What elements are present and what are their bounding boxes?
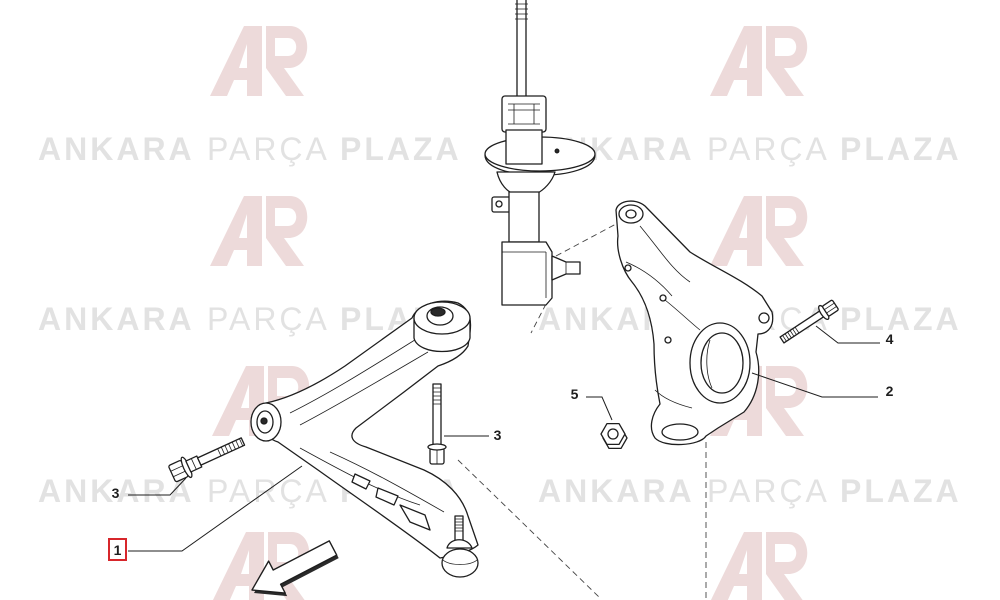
arm-pocket bbox=[399, 504, 431, 531]
watermark-text: ANKARA bbox=[38, 131, 195, 167]
leader-line-1 bbox=[128, 465, 303, 552]
bolt-head-faces bbox=[824, 302, 837, 314]
bolt-thread bbox=[217, 438, 244, 457]
knuckle-hole bbox=[624, 264, 632, 272]
ball-joint-boss bbox=[661, 423, 699, 441]
arm-pocket bbox=[351, 473, 371, 490]
callout-5[interactable]: 5 bbox=[571, 386, 579, 402]
watermark-text: PLAZA bbox=[840, 473, 962, 509]
bolt-head-faces bbox=[170, 465, 187, 478]
watermark-logo bbox=[710, 26, 808, 96]
leader-line-2 bbox=[751, 372, 878, 398]
watermark-text: PARÇA bbox=[707, 473, 830, 509]
bolt-thread bbox=[782, 326, 800, 342]
arm-front-bolt bbox=[168, 437, 246, 483]
rod-thread bbox=[515, 3, 528, 20]
hub-bore-shade bbox=[706, 339, 713, 389]
watermark-text: PARÇA bbox=[207, 301, 330, 337]
callout-4[interactable]: 4 bbox=[886, 331, 894, 347]
callout-label[interactable]: 5 bbox=[571, 386, 579, 402]
callout-3-left[interactable]: 3 bbox=[112, 485, 120, 501]
bolt-flange bbox=[427, 443, 447, 451]
knuckle-hole bbox=[659, 294, 667, 302]
watermark-logo bbox=[210, 196, 308, 266]
watermark: ANKARA PARÇA PLAZA ANKARA PARÇA PLAZA AN… bbox=[38, 26, 962, 600]
knuckle-hole bbox=[664, 336, 672, 344]
watermark-text: PARÇA bbox=[707, 131, 830, 167]
ball-joint-boot bbox=[446, 539, 473, 549]
top-mount-detail bbox=[508, 103, 540, 125]
vertical-bushing-hole bbox=[430, 307, 446, 317]
spring-cup bbox=[496, 171, 556, 195]
watermark-logo bbox=[710, 196, 808, 266]
strut-eye-hole bbox=[625, 209, 637, 219]
watermark-text: PARÇA bbox=[207, 131, 330, 167]
watermark-logo bbox=[210, 26, 308, 96]
housing-band bbox=[442, 559, 478, 565]
clamp-edges bbox=[502, 251, 547, 298]
steering-knuckle bbox=[615, 200, 774, 446]
nut bbox=[600, 422, 628, 450]
hub-bore-inner bbox=[700, 332, 744, 394]
nut-hole bbox=[607, 428, 619, 440]
bolt-thread bbox=[433, 387, 441, 405]
leader-line-5 bbox=[586, 396, 613, 421]
damper-tube bbox=[508, 191, 540, 243]
upper-body bbox=[505, 129, 543, 165]
arm-upper-ridges bbox=[289, 337, 429, 426]
piston-rod bbox=[516, 0, 527, 99]
callout-label[interactable]: 2 bbox=[886, 383, 894, 399]
watermark-logo bbox=[710, 532, 808, 600]
ball-joint-housing bbox=[441, 548, 479, 578]
callout-label[interactable]: 4 bbox=[886, 331, 894, 347]
watermark-text: PLAZA bbox=[840, 131, 962, 167]
bolt-head bbox=[822, 299, 839, 317]
stud-thread bbox=[455, 518, 463, 532]
watermark-text: ANKARA bbox=[538, 473, 695, 509]
shock-absorber bbox=[484, 0, 596, 306]
knuckle-clamp bbox=[501, 241, 553, 306]
seat-marker bbox=[554, 148, 560, 154]
callout-label[interactable]: 3 bbox=[494, 427, 502, 443]
callout-3-right[interactable]: 3 bbox=[494, 427, 502, 443]
arm-rear-bolt bbox=[427, 383, 447, 465]
leader-lines bbox=[128, 325, 880, 552]
watermark-text: PLAZA bbox=[340, 131, 462, 167]
control-arm bbox=[250, 300, 479, 559]
callout-1[interactable]: 1 bbox=[108, 538, 127, 561]
watermark-text: PLAZA bbox=[840, 301, 962, 337]
bolt-shaft bbox=[196, 437, 246, 466]
ball-joint bbox=[441, 515, 479, 578]
front-direction-arrow-icon bbox=[251, 540, 339, 597]
watermark-text: PARÇA bbox=[207, 473, 330, 509]
caliper-ear-hole bbox=[758, 312, 770, 324]
bolt-shaft bbox=[432, 383, 442, 447]
arrow-outline bbox=[251, 540, 338, 594]
knuckle-bolt bbox=[779, 299, 839, 344]
callout-label[interactable]: 1 bbox=[114, 542, 122, 558]
leader-line-4 bbox=[815, 325, 880, 344]
front-bushing-hole bbox=[260, 417, 268, 425]
knuckle-ribs bbox=[625, 225, 701, 409]
watermark-text: ANKARA bbox=[38, 473, 195, 509]
guide-line bbox=[530, 303, 547, 334]
ball-joint-stud bbox=[454, 515, 464, 543]
callout-highlight-box bbox=[108, 538, 127, 561]
collar-edge bbox=[190, 458, 197, 470]
top-mount bbox=[501, 95, 547, 133]
arm-pocket bbox=[375, 487, 399, 506]
callout-2[interactable]: 2 bbox=[886, 383, 894, 399]
guide-line bbox=[457, 459, 601, 599]
leader-line-3-left bbox=[128, 477, 187, 496]
guide-line bbox=[555, 223, 617, 257]
bracket-hole bbox=[495, 200, 503, 208]
assembly-guide-lines bbox=[457, 223, 707, 599]
watermark-text: ANKARA bbox=[38, 301, 195, 337]
callout-label[interactable]: 3 bbox=[112, 485, 120, 501]
